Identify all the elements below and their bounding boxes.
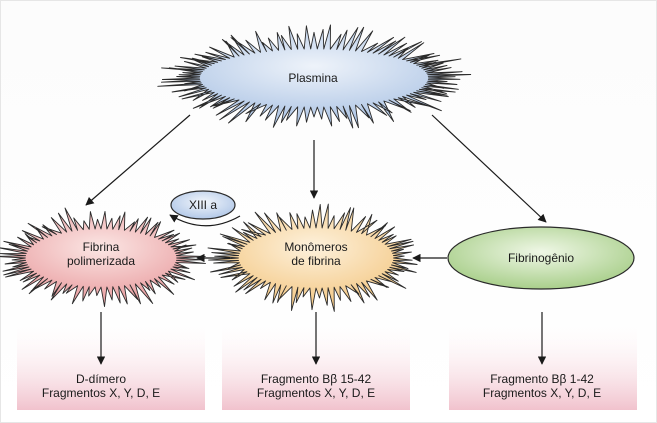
monomeros-label: Monômeros de fibrina (284, 240, 348, 268)
plasmina-label: Plasmina (288, 71, 338, 85)
xiii-a-label: XIII a (188, 198, 217, 212)
products-right: Fragmento Bβ 1-42 Fragmentos X, Y, D, E (482, 372, 602, 400)
monomeros-de-fibrina-node-shape (207, 203, 418, 312)
xiii-curve-arrow (169, 214, 241, 227)
products-left: D-dímero Fragmentos X, Y, D, E (41, 372, 161, 400)
arrow-plasmina-to-fibrinogenio (431, 114, 547, 223)
arrow-plasmina-to-fibrina (85, 114, 191, 206)
xiii-a-node (170, 190, 236, 220)
monomeros-de-fibrina-node (207, 203, 418, 312)
fibrina-polimerizada-node-shape (0, 207, 206, 308)
plasmina-node-shape (157, 24, 472, 129)
fibrinogenio-node (447, 226, 635, 290)
fibrina-polimerizada-node (0, 207, 206, 308)
products-middle: Fragmento Bβ 15-42 Fragmentos X, Y, D, E (256, 372, 376, 400)
panel-left (17, 316, 205, 410)
plasmina-node (157, 24, 472, 129)
fibrina-polimerizada-label: Fibrina polimerizada (66, 240, 136, 268)
fibrinogenio-label: Fibrinogênio (507, 251, 575, 265)
